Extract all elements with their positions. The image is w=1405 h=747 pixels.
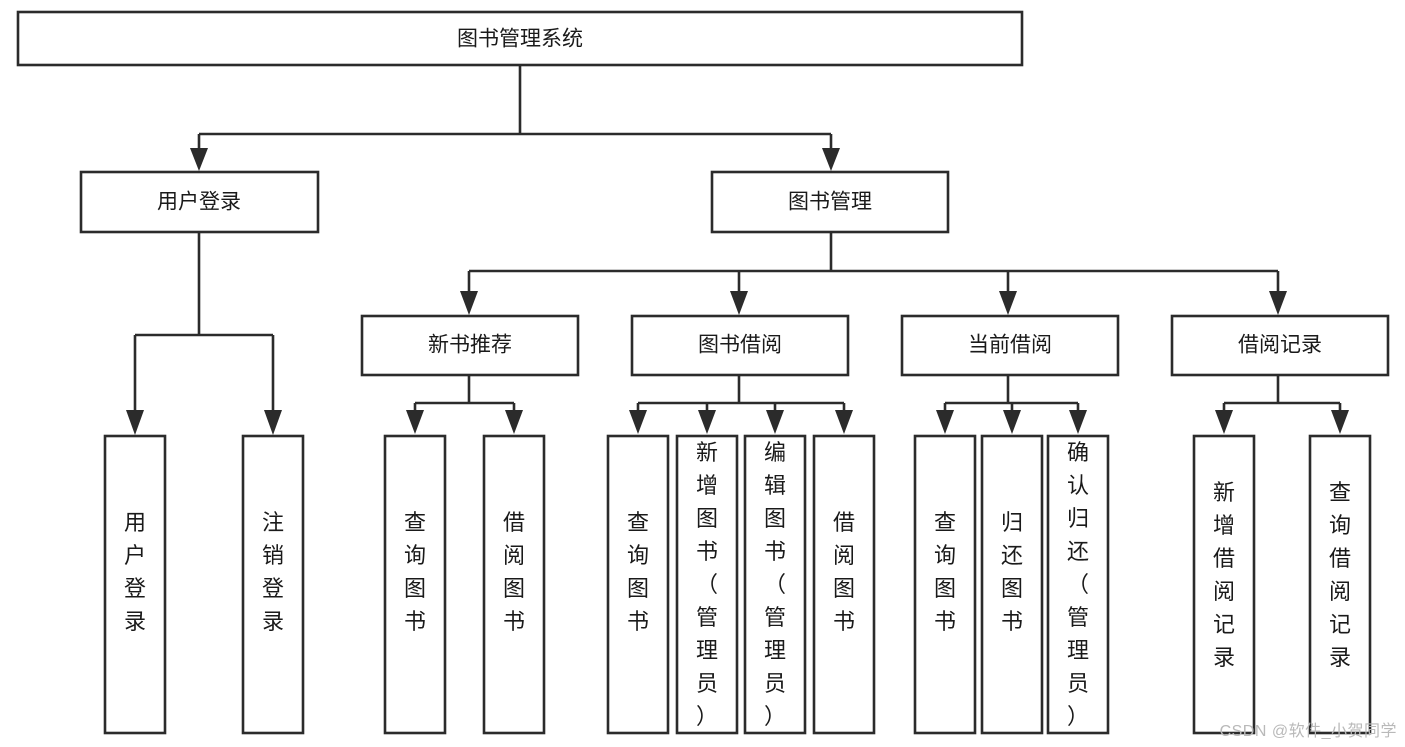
node-current-borrow-label: 当前借阅 [968,334,1052,357]
node-leaf-query-book-2[interactable]: 查询图书 [606,434,670,735]
node-leaf-borrow-book-1-label: 借阅图书 [503,510,525,634]
node-leaf-confirm-return-label: 确认归还（管理员） [1067,440,1089,729]
node-leaf-borrow-book-2-label: 借阅图书 [833,510,855,634]
node-leaf-user-logout[interactable]: 注销登录 [241,434,305,735]
node-leaf-query-record-label: 查询借阅记录 [1329,480,1351,670]
node-leaf-query-book-3-label: 查询图书 [934,510,956,634]
node-leaf-add-record-label: 新增借阅记录 [1213,480,1235,670]
connector-borrow-record-to-leaves [1215,375,1349,434]
node-leaf-add-book-label: 新增图书（管理员） [696,440,718,729]
connector-root-to-level2 [190,65,840,171]
node-user-login-label: 用户登录 [157,191,241,214]
connector-new-book-recommend-to-leaves [406,375,523,434]
node-leaf-add-record[interactable]: 新增借阅记录 [1192,434,1256,735]
node-leaf-edit-book[interactable]: 编辑图书（管理员） [743,434,807,735]
node-book-management-label: 图书管理 [788,191,872,214]
node-leaf-query-book-3[interactable]: 查询图书 [913,434,977,735]
node-root-label: 图书管理系统 [457,28,583,51]
connector-user-login-to-leaves [126,232,282,435]
node-book-management[interactable]: 图书管理 [710,170,950,234]
node-leaf-user-logout-label: 注销登录 [262,510,284,634]
node-root[interactable]: 图书管理系统 [16,10,1024,67]
node-leaf-query-record[interactable]: 查询借阅记录 [1308,434,1372,735]
node-new-book-recommend-label: 新书推荐 [428,334,512,357]
node-leaf-add-book[interactable]: 新增图书（管理员） [675,434,739,735]
connector-book-management-to-level3 [460,232,1287,315]
connector-book-borrow-to-leaves [629,375,853,434]
node-leaf-borrow-book-2[interactable]: 借阅图书 [812,434,876,735]
node-leaf-query-book-1-label: 查询图书 [404,510,426,634]
node-leaf-return-book[interactable]: 归还图书 [980,434,1044,735]
node-leaf-user-login[interactable]: 用户登录 [103,434,167,735]
node-user-login[interactable]: 用户登录 [79,170,320,234]
node-leaf-query-book-2-label: 查询图书 [627,510,649,634]
node-new-book-recommend[interactable]: 新书推荐 [360,314,580,377]
node-leaf-confirm-return[interactable]: 确认归还（管理员） [1046,434,1110,735]
node-leaf-return-book-label: 归还图书 [1001,510,1023,634]
node-book-borrow[interactable]: 图书借阅 [630,314,850,377]
node-borrow-record-label: 借阅记录 [1238,334,1322,357]
node-borrow-record[interactable]: 借阅记录 [1170,314,1390,377]
node-leaf-borrow-book-1[interactable]: 借阅图书 [482,434,546,735]
node-book-borrow-label: 图书借阅 [698,334,782,357]
node-leaf-edit-book-label: 编辑图书（管理员） [764,440,786,729]
connector-current-borrow-to-leaves [936,375,1087,434]
node-leaf-user-login-label: 用户登录 [124,510,146,634]
node-current-borrow[interactable]: 当前借阅 [900,314,1120,377]
node-leaf-query-book-1[interactable]: 查询图书 [383,434,447,735]
